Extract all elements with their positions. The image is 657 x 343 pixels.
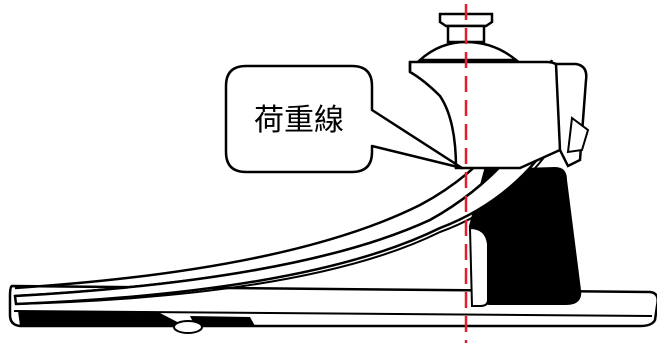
pyramid-adapter: [408, 12, 590, 170]
callout-bubble: 荷重線: [224, 64, 464, 174]
callout-label: 荷重線: [254, 103, 344, 138]
